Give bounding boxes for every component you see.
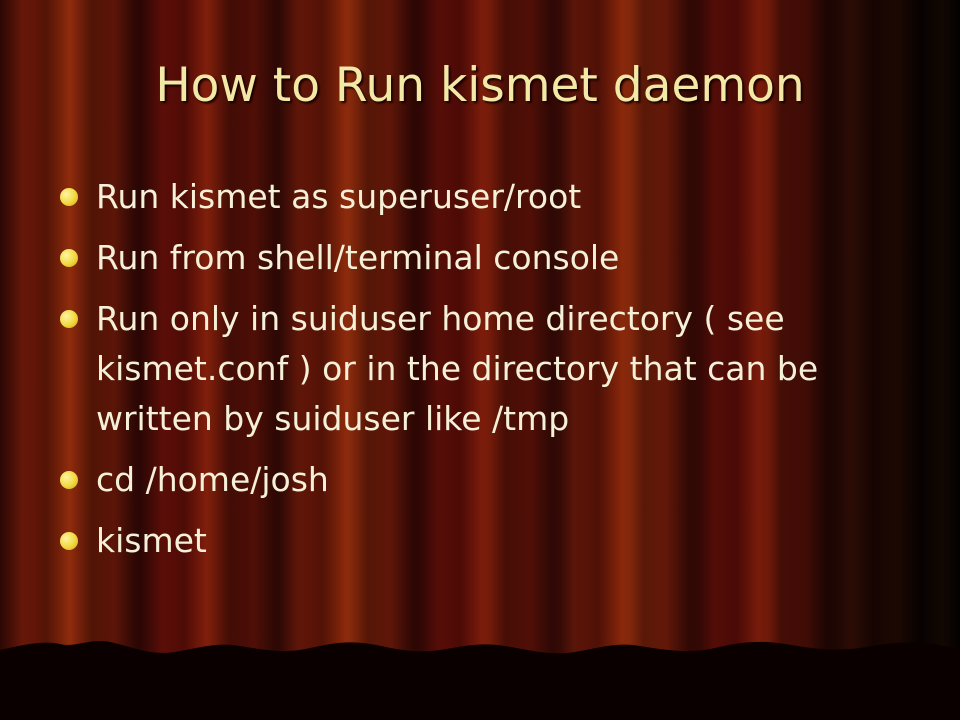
- bullet-list: Run kismet as superuser/root Run from sh…: [60, 172, 900, 577]
- bullet-item: cd /home/josh: [60, 455, 900, 505]
- bullet-dot-icon: [60, 310, 78, 328]
- bullet-text: kismet: [96, 521, 207, 560]
- bullet-dot-icon: [60, 471, 78, 489]
- bullet-dot-icon: [60, 532, 78, 550]
- bullet-dot-icon: [60, 188, 78, 206]
- slide-title: How to Run kismet daemon: [155, 58, 805, 113]
- bullet-item: kismet: [60, 516, 900, 566]
- stage-floor-silhouette: [0, 641, 960, 720]
- bullet-item: Run only in suiduser home directory ( se…: [60, 294, 900, 444]
- bullet-item: Run from shell/terminal console: [60, 233, 900, 283]
- bullet-text: Run only in suiduser home directory ( se…: [96, 299, 819, 438]
- bullet-text: Run kismet as superuser/root: [96, 177, 582, 216]
- bullet-item: Run kismet as superuser/root: [60, 172, 900, 222]
- bullet-dot-icon: [60, 249, 78, 267]
- bullet-text: Run from shell/terminal console: [96, 238, 620, 277]
- bullet-text: cd /home/josh: [96, 460, 329, 499]
